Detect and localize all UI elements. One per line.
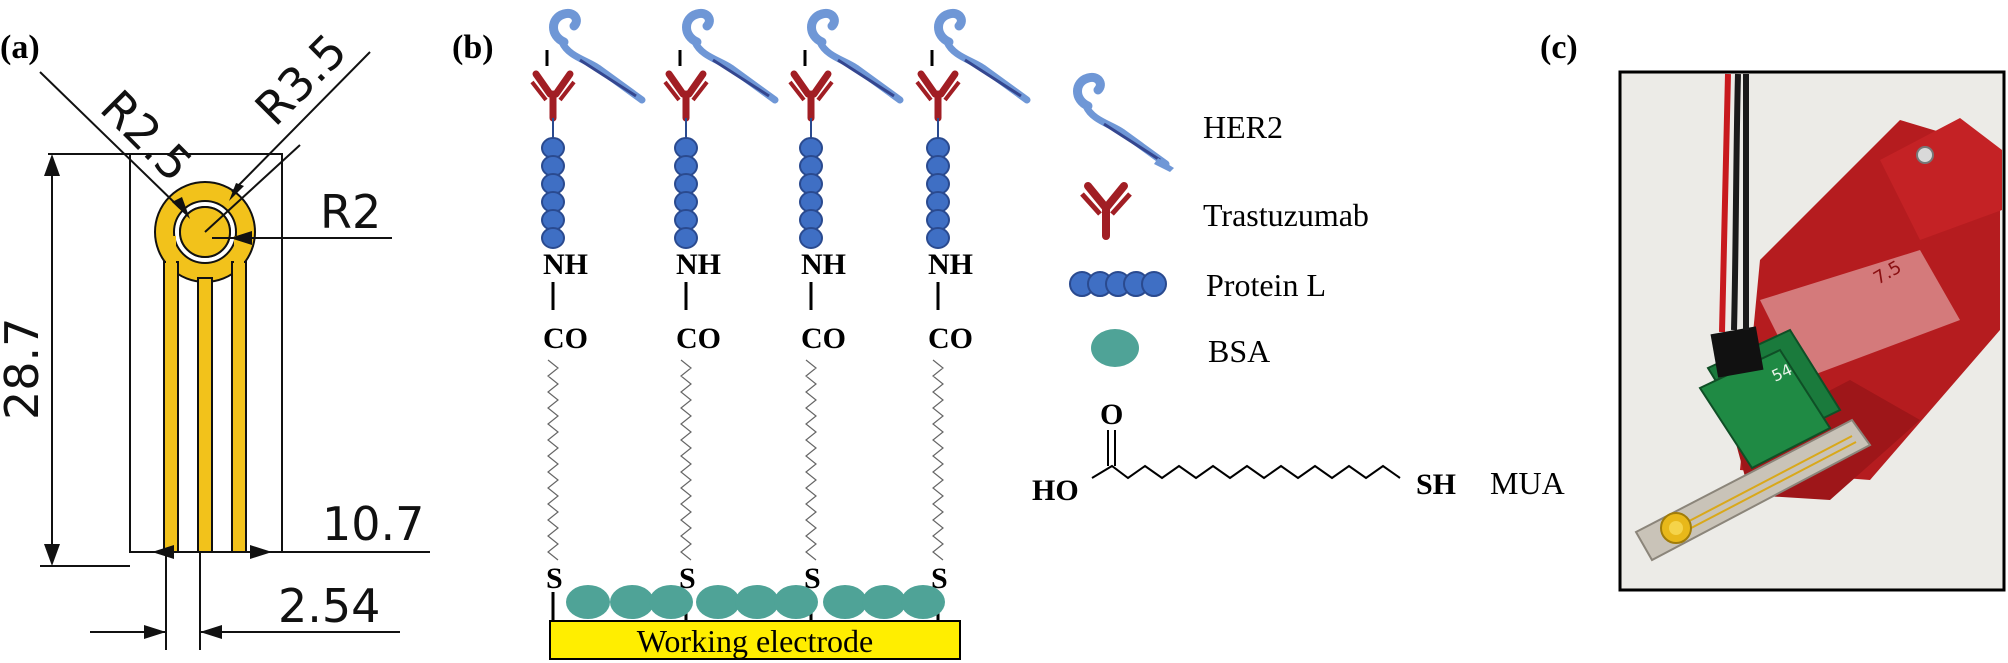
trastuzumab-antibody [530, 70, 576, 122]
antibody-icon [1080, 182, 1132, 240]
sensor-chains: NH CO S NH CO S NH CO S NH CO S [530, 8, 1031, 621]
legend-her2: HER2 [1203, 109, 1283, 145]
her2-icon [1073, 72, 1174, 172]
nh-label: NH [543, 248, 588, 281]
trastuzumab-antibody [915, 70, 961, 122]
mua-ho: HO [1032, 474, 1079, 507]
trastuzumab-antibody [663, 70, 709, 122]
co-label: CO [676, 322, 721, 355]
co-label: CO [801, 322, 846, 355]
legend-trastuzumab: Trastuzumab [1203, 197, 1369, 233]
panel-b: (b) NH CO S NH CO S NH CO S NH CO S Working electro… [452, 8, 1565, 660]
alkyl-chain [932, 359, 944, 561]
co-label: CO [928, 322, 973, 355]
mua-structure: O HO SH [1032, 398, 1456, 507]
bsa-icon [1091, 329, 1139, 367]
her2-antigen [934, 8, 1031, 104]
panel-a-label: (a) [0, 29, 40, 66]
working-electrode-label: Working electrode [637, 623, 873, 659]
panel-c: (c) 54 7.5 [1540, 29, 2006, 592]
dim-r2: R2 [320, 185, 381, 239]
nh-label: NH [928, 248, 973, 281]
panel-c-label: (c) [1540, 29, 1578, 66]
panel-a: (a) [0, 23, 430, 650]
s-label: S [931, 562, 948, 595]
electrode-traces [154, 144, 301, 553]
alkyl-chain [547, 359, 559, 561]
protein-l-bead [926, 227, 950, 249]
mua-sh: SH [1416, 468, 1456, 501]
bsa-layer [566, 585, 945, 619]
her2-antigen [807, 8, 904, 104]
panel-b-label: (b) [452, 29, 494, 66]
her2-antigen [682, 8, 779, 104]
legend-bsa: BSA [1208, 333, 1270, 369]
device-photo: 54 7.5 [1618, 70, 2006, 592]
s-label: S [546, 562, 563, 595]
working-electrode [549, 620, 961, 660]
s-label: S [679, 562, 696, 595]
alkyl-chain [805, 359, 817, 561]
legend-protein-l: Protein L [1206, 267, 1326, 303]
protein-l-bead [674, 227, 698, 249]
alkyl-chain [680, 359, 692, 561]
sensor-chain: NH CO S [788, 8, 904, 621]
sensor-chain: NH CO S [530, 8, 646, 621]
mua-oxygen: O [1100, 398, 1123, 431]
s-label: S [804, 562, 821, 595]
dim-r35: R3.5 [245, 23, 358, 136]
protein-l-icon [1069, 271, 1167, 297]
nh-label: NH [676, 248, 721, 281]
trastuzumab-antibody [788, 70, 834, 122]
protein-l-bead [541, 227, 565, 249]
legend: HER2 Trastuzumab Protein L BSA [1032, 72, 1565, 507]
sensor-chain: NH CO S [915, 8, 1031, 621]
legend-mua: MUA [1490, 465, 1565, 501]
dimension-arrows [44, 154, 272, 639]
dim-height: 28.7 [0, 318, 49, 420]
nh-label: NH [801, 248, 846, 281]
dim-pitch: 2.54 [278, 579, 380, 633]
dim-width: 10.7 [322, 497, 424, 551]
protein-l-bead [799, 227, 823, 249]
sensor-chain: NH CO S [663, 8, 779, 621]
her2-antigen [549, 8, 646, 104]
co-label: CO [543, 322, 588, 355]
